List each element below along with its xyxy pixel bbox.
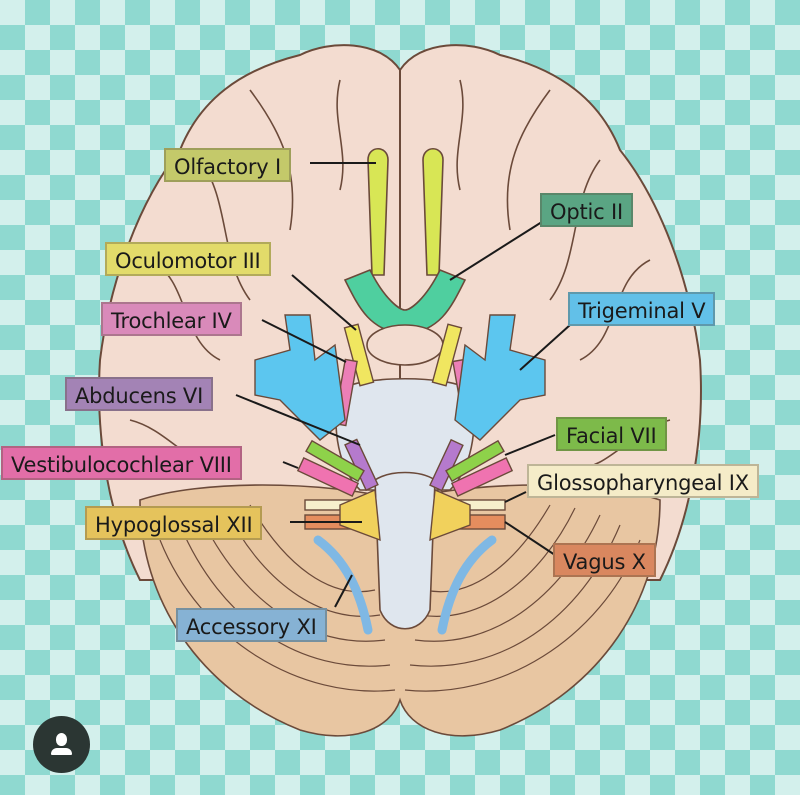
label-vagus: Vagus X [553,543,656,577]
leader-lines [235,162,571,608]
olfactory-nerve [367,147,444,276]
user-icon [56,733,67,746]
label-glossopharyngeal: Glossopharyngeal IX [527,464,759,498]
label-trochlear: Trochlear IV [101,302,242,336]
hypoglossal-right [429,488,471,542]
user-icon-body [51,748,72,755]
optic-chiasm [343,268,467,336]
vestibulocochlear-left [296,457,360,497]
label-vestibulocochlear: Vestibulocochlear VIII [1,446,242,480]
label-olfactory: Olfactory I [164,148,291,182]
hypoglossal-left [339,488,381,542]
facial-right [445,439,505,483]
label-hypoglossal: Hypoglossal XII [85,506,263,540]
pons [335,377,475,491]
medulla [374,471,436,630]
oculomotor-right [431,323,463,387]
user-avatar-button[interactable] [33,716,90,773]
label-accessory: Accessory XI [176,608,327,642]
label-facial: Facial VII [556,417,667,451]
label-trigeminal: Trigeminal V [568,292,716,326]
label-oculomotor: Oculomotor III [105,242,271,276]
nerves [254,314,546,635]
label-optic: Optic II [540,193,633,227]
pituitary [366,324,444,366]
facial-left [305,439,365,483]
label-abducens: Abducens VI [65,377,214,411]
vestibulocochlear-right [450,457,514,497]
accessory-right [437,535,497,635]
